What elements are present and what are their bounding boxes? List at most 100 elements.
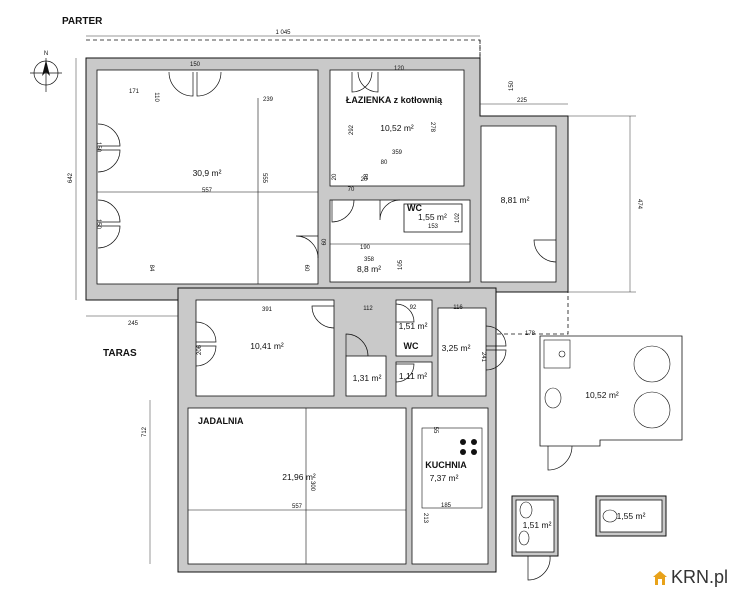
detail-wc1-area: 1,51 m² <box>523 520 552 530</box>
north-arrow-icon: N <box>30 51 62 92</box>
door-arc <box>196 71 222 97</box>
room-small-c <box>437 307 487 397</box>
sink-basin <box>543 339 571 369</box>
wc-mid-name: WC <box>404 341 419 351</box>
stove-burner-4 <box>471 449 477 455</box>
door-arc <box>195 345 217 367</box>
bathroom-name: ŁAZIENKA z kotłownią <box>346 95 443 105</box>
room-left <box>195 299 335 397</box>
small-a-area: 1,31 m² <box>353 373 382 383</box>
detail-wc2 <box>599 499 663 533</box>
dim-20b: 20 <box>361 177 368 183</box>
dim-150-left2: 150 <box>95 219 101 230</box>
sink-drain <box>558 350 566 358</box>
dim-120: 120 <box>394 66 405 72</box>
dim-105: 105 <box>398 259 404 270</box>
room-left-area: 10,41 m² <box>250 341 284 351</box>
dining-name: JADALNIA <box>198 416 244 426</box>
stove-burner-1 <box>460 439 466 445</box>
door-arc <box>485 349 507 371</box>
door-arc <box>395 363 415 383</box>
dim-239: 239 <box>263 97 274 103</box>
wc2-sink <box>602 509 618 523</box>
door-arc <box>547 445 573 471</box>
room-kitchen <box>411 407 489 565</box>
kitchen-counter <box>421 427 483 509</box>
dim-110: 110 <box>153 92 159 102</box>
hall-area: 8,8 m² <box>357 264 381 274</box>
dim-359: 359 <box>392 150 403 156</box>
toilet-bowl <box>544 387 562 409</box>
dim-185: 185 <box>441 503 452 509</box>
dim-555: 555 <box>261 173 267 184</box>
dim-206: 206 <box>197 344 203 355</box>
house-icon <box>652 570 667 585</box>
floor-heading: PARTER <box>62 16 103 27</box>
living-area: 30,9 m² <box>193 168 222 178</box>
kitchen-name: KUCHNIA <box>425 460 467 470</box>
room-dining <box>187 407 407 565</box>
door-arc <box>533 239 557 263</box>
dim-150-top: 150 <box>190 62 201 68</box>
door-arc <box>345 333 369 357</box>
wc-top-area: 1,55 m² <box>418 212 447 222</box>
door-arc <box>97 225 121 249</box>
dim-557-living: 557 <box>202 188 213 194</box>
dim-80: 80 <box>381 160 388 166</box>
door-arc <box>395 303 415 323</box>
dim-55: 55 <box>432 427 438 434</box>
dim-391: 391 <box>262 307 273 313</box>
dim-225: 225 <box>517 98 528 104</box>
dim-18: 18 <box>364 173 370 180</box>
dim-60-hall: 60 <box>322 238 328 245</box>
dim-358: 358 <box>364 257 375 263</box>
dim-278: 278 <box>429 122 435 133</box>
wc-mid-area: 1,51 m² <box>399 321 428 331</box>
room-wc-mid <box>395 299 433 357</box>
dim-lower-height: 712 <box>142 426 148 437</box>
dim-total-width: 1 045 <box>275 30 291 36</box>
dim-178: 178 <box>525 331 536 337</box>
detail-wc1 <box>515 499 555 553</box>
dim-150-left1: 150 <box>95 142 101 153</box>
dim-20a: 20 <box>332 173 338 180</box>
dashed-outline <box>86 39 481 58</box>
kitchen-area: 7,37 m² <box>430 473 459 483</box>
dim-171: 171 <box>129 89 140 95</box>
dim-150-right: 150 <box>509 80 515 91</box>
small-c-area: 3,25 m² <box>442 343 471 353</box>
detail-bathroom <box>539 335 683 447</box>
door-arc <box>97 123 121 147</box>
dim-557-dining: 557 <box>292 504 303 510</box>
detail-bath-area: 10,52 m² <box>585 390 619 400</box>
wc1-toilet <box>519 501 533 519</box>
north-label: N <box>44 51 48 57</box>
watermark-text: KRN.pl <box>670 567 728 587</box>
dim-70: 70 <box>348 187 355 193</box>
dashed-outline <box>495 292 569 335</box>
wc1-sink <box>518 530 530 546</box>
washbasin-round-1 <box>633 345 671 383</box>
dim-213: 213 <box>422 513 428 524</box>
dining-area: 21,96 m² <box>282 472 316 482</box>
door-arc <box>527 555 551 581</box>
door-arc <box>97 199 121 223</box>
dim-92: 92 <box>410 305 417 311</box>
room-wc-top <box>403 203 463 233</box>
dim-116: 116 <box>453 305 463 311</box>
dim-60-living: 60 <box>303 265 309 272</box>
bathroom-area: 10,52 m² <box>380 123 414 133</box>
door-arc <box>97 149 121 173</box>
dim-right-height: 474 <box>636 199 642 210</box>
door-arc <box>195 321 217 343</box>
detail-wc2-area: 1,55 m² <box>617 511 646 521</box>
door-arc <box>357 71 379 93</box>
terrace-heading: TARAS <box>103 348 137 359</box>
dim-241: 241 <box>480 352 486 363</box>
small-b-area: 1,11 m² <box>399 371 427 381</box>
dim-153: 153 <box>428 224 439 230</box>
room-right <box>480 125 557 283</box>
door-arc <box>311 305 335 329</box>
door-arc <box>379 199 401 221</box>
